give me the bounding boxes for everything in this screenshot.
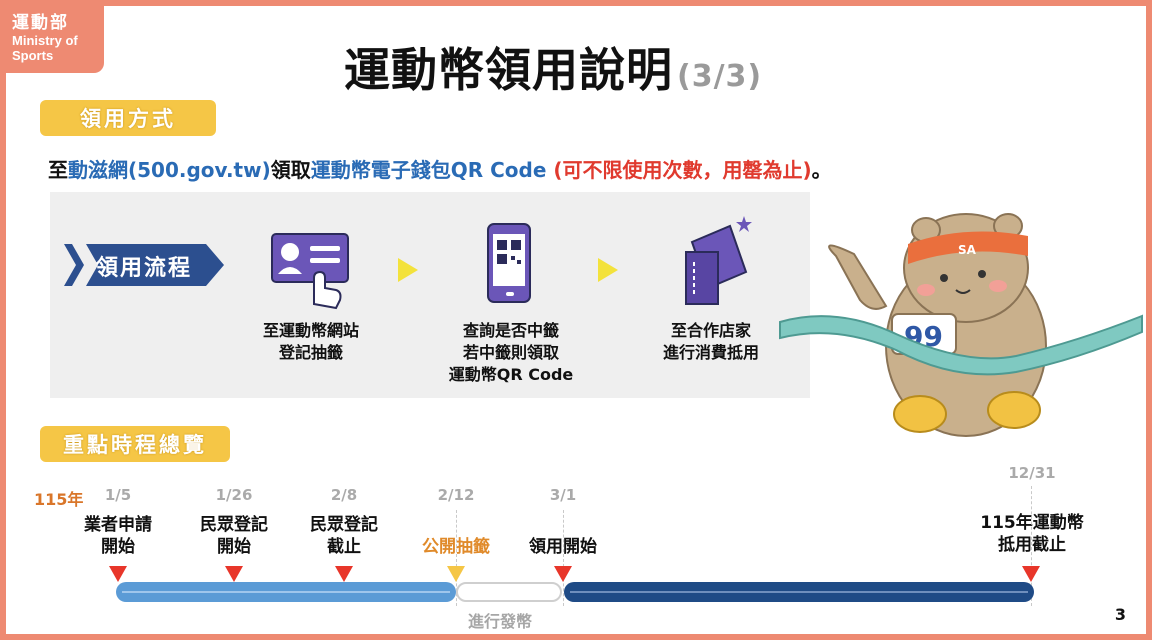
mascot-bear-illustration: SA 99	[779, 213, 1143, 437]
divider	[1031, 486, 1032, 606]
timeline-bar-issuing	[456, 582, 562, 602]
page-title: 運動幣領用說明(3/3)	[344, 43, 763, 97]
ticket-coupon-icon	[685, 216, 752, 305]
divider	[563, 510, 564, 606]
process-panel: 領用流程	[50, 192, 810, 398]
page-indicator: (3/3)	[677, 59, 763, 94]
milestone-marker-icon	[447, 566, 465, 582]
milestone-label: 115年運動幣 抵用截止	[980, 513, 1084, 555]
arrow-right-icon	[398, 258, 418, 282]
milestone-date: 2/8	[330, 486, 358, 504]
arrow-right-icon	[598, 258, 618, 282]
logo-zh: 運動部	[12, 13, 69, 33]
milestone-date: 12/31	[1008, 464, 1056, 482]
chevron-banner-icon	[64, 244, 224, 286]
phone-qr-icon	[487, 223, 531, 303]
process-label: 領用流程	[64, 244, 224, 286]
issuing-label: 進行發幣	[468, 612, 533, 631]
ministry-logo: 運動部 Ministry of Sports	[6, 6, 104, 73]
step-register: 至運動幣網站 登記抽籤	[262, 321, 359, 362]
slide: 運動部 Ministry of Sports 運動幣領用說明(3/3) 領用方式…	[6, 6, 1146, 634]
milestone-marker-icon	[225, 566, 243, 582]
timeline-bar-usage	[564, 582, 1034, 602]
section-label-method: 領用方式	[40, 100, 216, 136]
milestone-marker-icon	[335, 566, 353, 582]
milestone-date: 1/26	[215, 486, 253, 504]
timeline-bar-registration	[116, 582, 456, 602]
logo-en: Ministry of Sports	[12, 33, 78, 63]
milestone-date: 2/12	[437, 486, 475, 504]
milestone-marker-icon	[554, 566, 572, 582]
page-number: 3	[1114, 605, 1126, 624]
id-card-icon	[271, 233, 349, 310]
step-check-result: 查詢是否中籤 若中籤則領取 運動幣QR Code	[448, 321, 574, 384]
timeline-year: 115年	[34, 490, 84, 509]
milestone-label: 民眾登記 開始	[200, 515, 268, 557]
intro-text: 至動滋網(500.gov.tw)領取運動幣電子錢包QR Code (可不限使用次…	[48, 158, 832, 182]
milestone-date: 1/5	[104, 486, 132, 504]
milestone-label: 民眾登記 截止	[310, 515, 378, 557]
schedule-timeline: 115年 1/5 1/26 2/8 2/12 3/1 12/31 業者申請 開始…	[6, 446, 1146, 634]
milestone-date: 3/1	[549, 486, 577, 504]
divider	[456, 510, 457, 606]
milestone-marker-icon	[109, 566, 127, 582]
section-label-schedule: 重點時程總覽	[40, 426, 230, 462]
milestone-label: 業者申請 開始	[84, 515, 152, 557]
mascot-headband-text: SA	[958, 243, 977, 257]
site-link[interactable]: 動滋網(500.gov.tw)	[68, 158, 271, 182]
step-use-at-store: 至合作店家 進行消費抵用	[662, 321, 759, 362]
milestone-marker-icon	[1022, 566, 1040, 582]
